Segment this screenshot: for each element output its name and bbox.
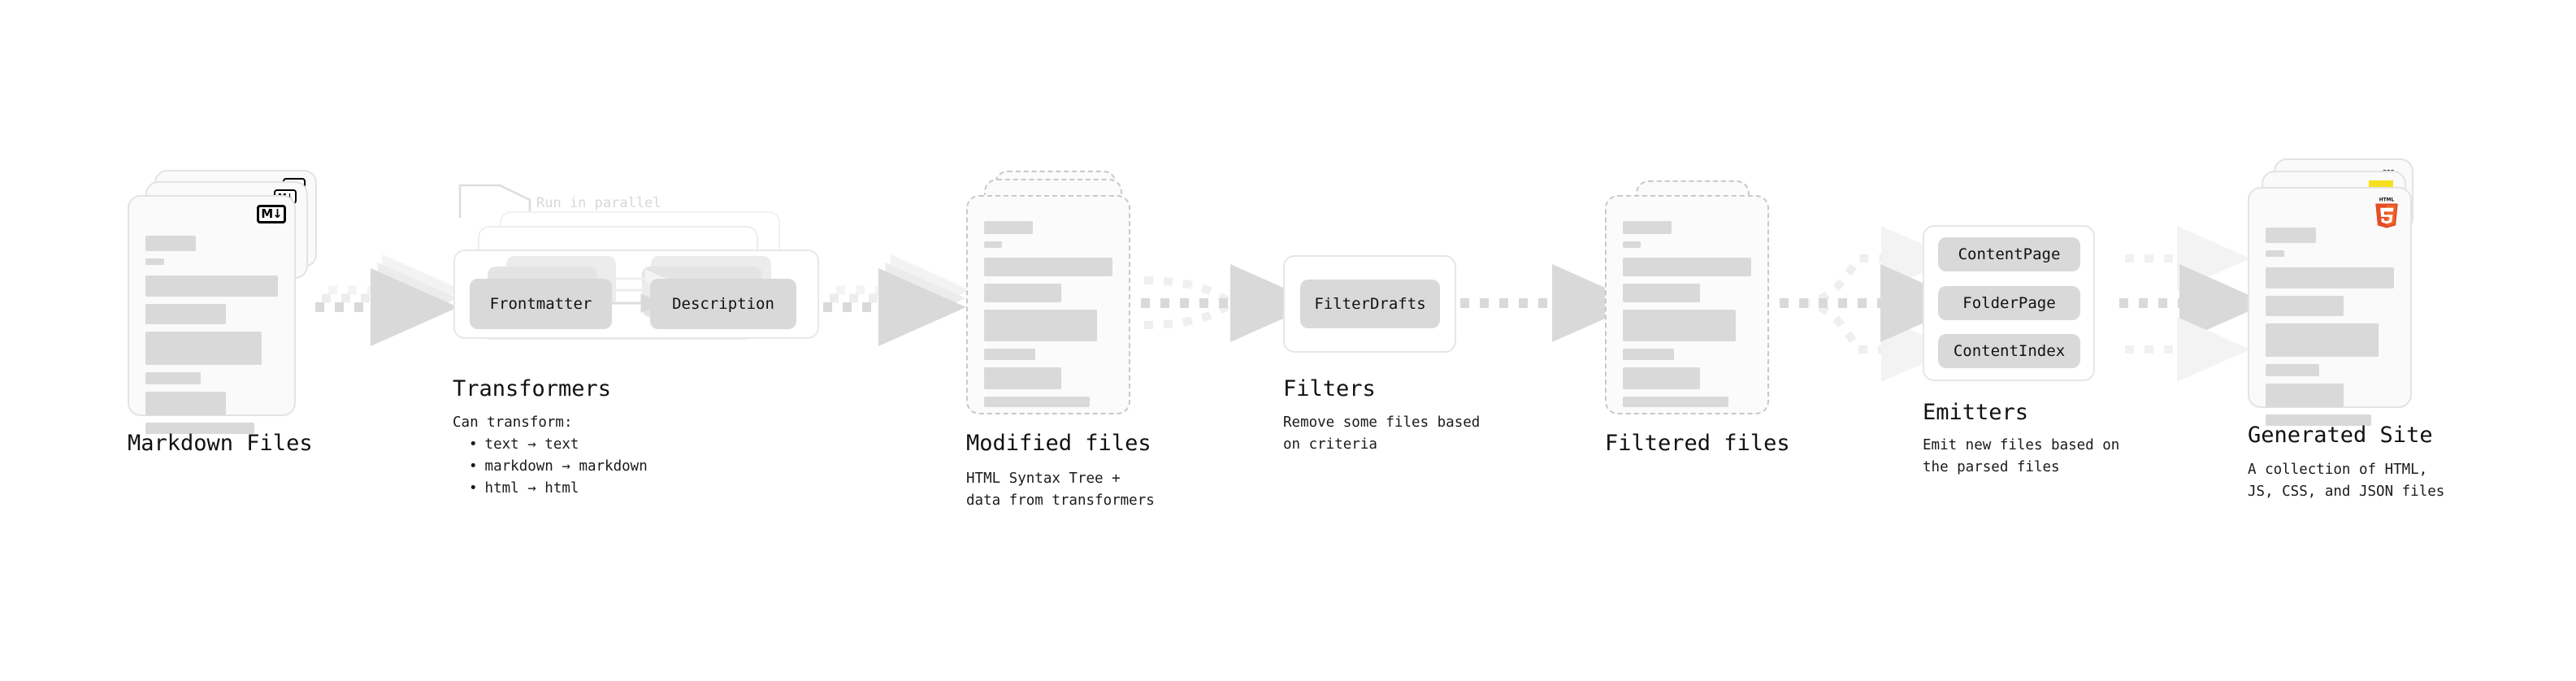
stage-title-modified-files: Modified files	[966, 431, 1151, 456]
transformer-chip-frontmatter[interactable]: Frontmatter	[470, 279, 612, 329]
transformer-chip-description[interactable]: Description	[650, 279, 796, 329]
emitter-chip-contentindex[interactable]: ContentIndex	[1938, 334, 2080, 368]
content-bar	[145, 392, 227, 415]
content-bar	[1623, 349, 1675, 360]
file-content-placeholder	[145, 236, 278, 441]
content-bar	[2266, 414, 2371, 426]
stage-title-filters: Filters	[1283, 376, 1376, 401]
content-bar	[145, 236, 196, 251]
stage-title-markdown-files: Markdown Files	[128, 431, 313, 456]
stage-desc-filters: Remove some files based on criteria	[1283, 414, 1481, 453]
html5-icon: HTML	[2373, 196, 2400, 228]
site-file-card-html: HTML	[2248, 187, 2412, 426]
content-bar	[984, 310, 1098, 341]
stage-title-filtered-files: Filtered files	[1605, 431, 1790, 456]
emitter-chip-folderpage[interactable]: FolderPage	[1938, 286, 2080, 320]
content-bar	[145, 332, 262, 365]
stage-title-transformers: Transformers	[453, 376, 612, 401]
content-bar	[2266, 384, 2344, 407]
content-bar	[2266, 364, 2320, 376]
markdown-icon: M↓	[257, 205, 286, 223]
arrow-emitters-to-site	[2119, 226, 2267, 382]
arrow-transformers-to-modified	[823, 254, 971, 346]
modified-file-card-front	[966, 195, 1130, 414]
filter-chip-filterdrafts[interactable]: FilterDrafts	[1300, 280, 1440, 328]
content-bar	[1623, 397, 1728, 407]
stage-desc-generated-site: A collection of HTML, JS, CSS, and JSON …	[2248, 462, 2445, 501]
content-bar	[984, 241, 1002, 248]
content-bar	[984, 284, 1061, 302]
content-bar	[1623, 367, 1700, 389]
content-bar	[2266, 228, 2316, 243]
filtered-file-card-front	[1605, 195, 1769, 414]
content-bar	[1623, 310, 1737, 341]
file-content-placeholder	[1623, 221, 1751, 414]
content-bar	[2266, 267, 2394, 288]
stage-desc-emitters: Emit new files based on the parsed files	[1923, 437, 2120, 476]
content-bar	[984, 258, 1112, 276]
run-in-parallel-label: Run in parallel	[536, 195, 661, 211]
content-bar	[1623, 258, 1751, 276]
file-content-placeholder	[2266, 228, 2394, 433]
content-bar	[984, 367, 1061, 389]
content-bar	[2266, 250, 2284, 257]
content-bar	[2266, 296, 2344, 316]
emitter-chip-contentpage[interactable]: ContentPage	[1938, 237, 2080, 271]
content-bar	[145, 275, 278, 297]
bullet-item: text → text	[469, 434, 648, 456]
content-bar	[1623, 221, 1672, 234]
arrow-modified-to-filters	[1141, 264, 1318, 342]
markdown-file-card-front: M↓	[128, 195, 296, 434]
arrow-filtered-to-emitters	[1780, 226, 1968, 382]
content-bar	[145, 258, 164, 265]
file-content-placeholder	[984, 221, 1112, 414]
content-bar	[145, 304, 227, 324]
bullets-lead: Can transform:	[453, 414, 573, 431]
content-bar	[145, 423, 254, 434]
bullet-item: html → html	[469, 478, 648, 500]
content-bar	[1623, 241, 1641, 248]
content-bar	[984, 397, 1090, 407]
stage-title-emitters: Emitters	[1923, 400, 2029, 425]
arrow-markdown-to-transformers	[315, 254, 463, 346]
content-bar	[2266, 323, 2379, 357]
content-bar	[984, 221, 1033, 234]
content-bar	[984, 349, 1036, 360]
stage-title-generated-site: Generated Site	[2248, 423, 2433, 448]
stage-desc-modified-files: HTML Syntax Tree + data from transformer…	[966, 471, 1155, 510]
transformers-bullets: Can transform: text → text markdown → ma…	[453, 412, 648, 501]
bullet-item: markdown → markdown	[469, 456, 648, 478]
svg-text:HTML: HTML	[2379, 197, 2395, 202]
content-bar	[1623, 284, 1700, 302]
content-bar	[145, 372, 202, 384]
